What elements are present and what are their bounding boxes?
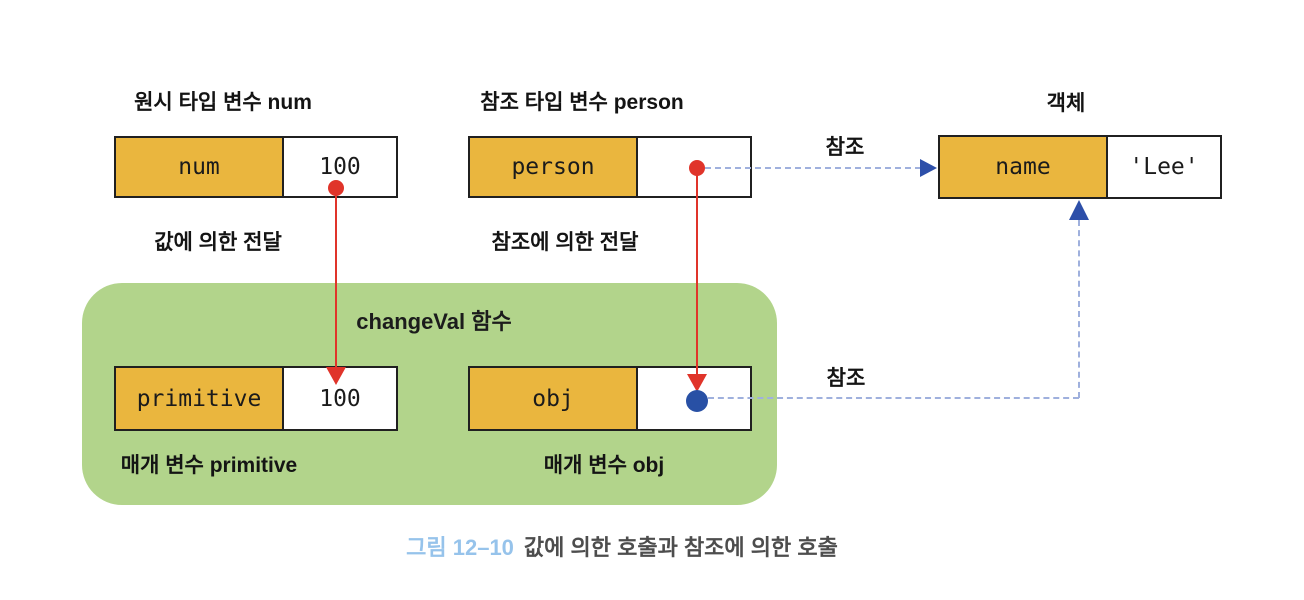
pass-by-reference-label: 참조에 의한 전달 (491, 231, 639, 254)
object-value-text: 'Lee' (1129, 154, 1199, 180)
primitive-value-text: 100 (319, 385, 361, 412)
arrow-down-icon (326, 367, 346, 385)
red-dot-icon (328, 180, 344, 196)
arrow-up-icon (1069, 200, 1089, 220)
reference-label-bottom: 참조 (826, 367, 866, 390)
object-value-cell: 'Lee' (1108, 137, 1220, 197)
arrow-down-icon (687, 374, 707, 392)
person-box-title: 참조 타입 변수 person (480, 91, 684, 114)
blue-dot-icon (686, 390, 708, 412)
object-name-text: name (995, 154, 1051, 180)
object-box-title: 객체 (1046, 92, 1086, 115)
primitive-value-cell: 100 (284, 368, 396, 429)
pass-by-value-label: 값에 의한 전달 (154, 231, 282, 254)
primitive-param-caption: 매개 변수 primitive (120, 454, 298, 477)
person-name-text: person (511, 154, 595, 180)
person-name-cell: person (470, 138, 638, 196)
figure-number: 그림 12–10 (406, 535, 514, 560)
changeval-function-title: changeVal 함수 (356, 309, 512, 334)
num-box-title: 원시 타입 변수 num (134, 91, 312, 114)
num-name-text: num (178, 154, 220, 180)
object-name-cell: name (940, 137, 1108, 197)
arrow-right-icon (920, 159, 937, 177)
primitive-memory-box: primitive 100 (114, 366, 398, 431)
object-memory-box: name 'Lee' (938, 135, 1222, 199)
reference-line-obj-vertical (1078, 220, 1080, 398)
obj-name-text: obj (532, 385, 574, 412)
figure-caption: 그림 12–10 값에 의한 호출과 참조에 의한 호출 (406, 530, 838, 562)
reference-label-top: 참조 (825, 136, 865, 159)
num-value-text: 100 (319, 154, 361, 180)
value-copy-line-num (335, 188, 337, 367)
primitive-name-text: primitive (136, 385, 262, 412)
num-name-cell: num (116, 138, 284, 196)
figure-caption-text: 값에 의한 호출과 참조에 의한 호출 (523, 535, 838, 560)
obj-name-cell: obj (470, 368, 638, 429)
red-dot-icon (689, 160, 705, 176)
reference-line-person-to-object (705, 167, 921, 169)
num-memory-box: num 100 (114, 136, 398, 198)
primitive-name-cell: primitive (116, 368, 284, 429)
obj-param-caption: 매개 변수 obj (543, 454, 665, 477)
value-copy-line-person (696, 168, 698, 374)
reference-line-obj-horizontal (708, 397, 1079, 399)
